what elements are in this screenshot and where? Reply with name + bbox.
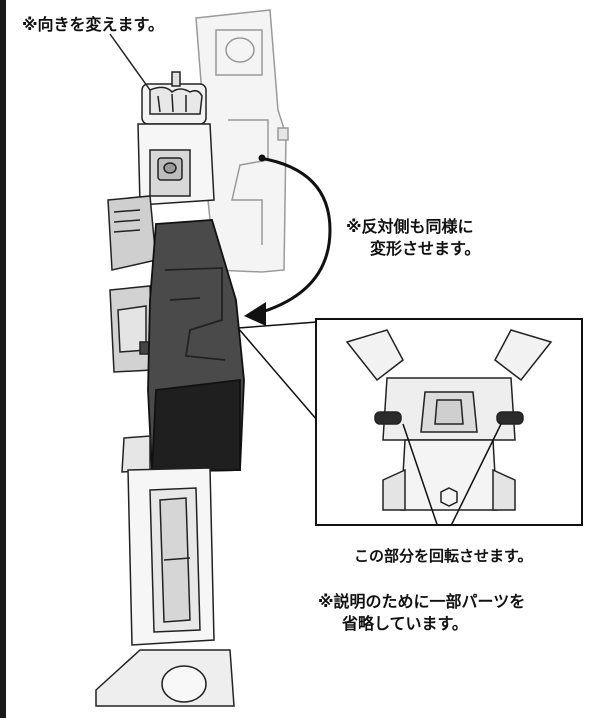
rotate-direction-text: ※向きを変えます。 (22, 15, 164, 34)
omission-line1: ※説明のために一部パーツを (318, 592, 526, 611)
legs (95, 435, 235, 707)
dark-shield (147, 219, 245, 473)
arrowhead (244, 302, 266, 326)
detail-illustration (345, 329, 553, 544)
upper-arm (107, 123, 215, 271)
inset-caption: この部分を回転させます。 (354, 545, 533, 567)
omission-note: ※説明のために一部パーツを 省略しています。 (318, 591, 525, 635)
omission-line2: 省略しています。 (342, 614, 468, 633)
other-side-line2: 変形させます。 (370, 239, 481, 258)
zoom-lines (237, 321, 318, 421)
inset-caption-text: この部分を回転させます。 (354, 547, 533, 565)
transform-arrow (259, 156, 332, 314)
rotate-direction-note: ※向きを変えます。 (22, 14, 164, 36)
other-side-note: ※反対側も同様に 変形させます。 (346, 216, 480, 260)
ghost-shield (195, 9, 289, 273)
page-left-border (0, 0, 6, 718)
arrow-origin-dot (258, 154, 266, 162)
chest (109, 285, 155, 373)
other-side-line1: ※反対側も同様に (346, 217, 474, 236)
callout-line-rotate (109, 33, 151, 91)
detail-inset (315, 318, 583, 544)
fist (141, 71, 207, 125)
